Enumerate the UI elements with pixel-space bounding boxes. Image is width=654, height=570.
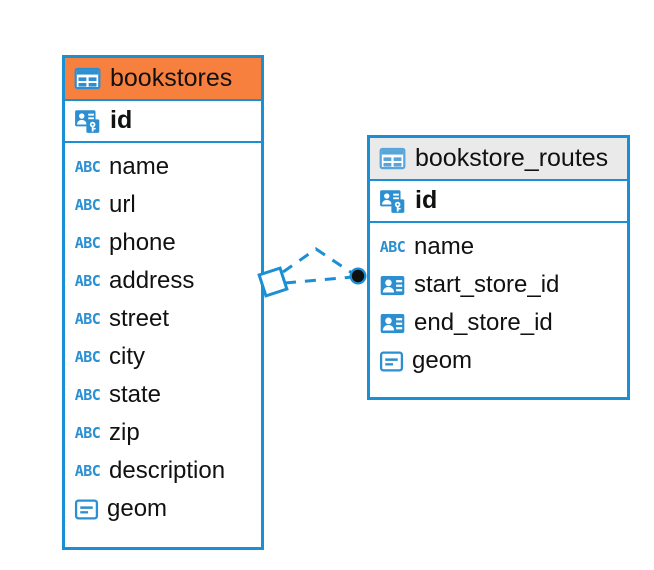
abc-icon: ABC [74,232,101,254]
relationship-line-upper [282,247,356,277]
foreign-key-icon [379,310,406,337]
abc-glyph: ABC [74,347,101,366]
entity-bookstores[interactable]: bookstores id [62,55,264,550]
field-list-bookstores: ABC name ABC url ABC phone ABC [65,143,261,535]
primary-key-row-bookstores[interactable]: id [65,101,261,143]
abc-glyph: ABC [74,233,101,252]
field-label: name [414,233,475,260]
field-row[interactable]: ABC url [74,186,251,224]
field-label: geom [107,495,168,522]
field-label: phone [109,229,176,256]
table-icon [74,65,101,92]
entity-header-bookstores[interactable]: bookstores [65,58,261,101]
primary-key-label-bookstores: id [110,106,133,134]
field-row[interactable]: ABC name [379,228,617,266]
abc-glyph: ABC [74,271,101,290]
entity-bookstore-routes[interactable]: bookstore_routes id [367,135,630,400]
abc-glyph: ABC [74,461,101,480]
relationship-line-lower [284,275,354,285]
geometry-icon [379,349,404,374]
entity-header-bookstore-routes[interactable]: bookstore_routes [370,138,627,181]
field-row[interactable]: ABC state [74,376,251,414]
abc-glyph: ABC [74,157,101,176]
primary-key-icon [379,187,407,215]
field-label: url [109,191,136,218]
abc-glyph: ABC [74,309,101,328]
field-label: city [109,343,145,370]
geometry-icon [74,497,99,522]
abc-icon: ABC [74,346,101,368]
field-label: start_store_id [414,271,560,298]
table-icon [379,145,406,172]
field-label: state [109,381,162,408]
field-list-bookstore-routes: ABC name start_store_id [370,223,627,387]
primary-key-label-bookstore-routes: id [415,186,438,214]
primary-key-row-bookstore-routes[interactable]: id [370,181,627,223]
field-label: zip [109,419,140,446]
abc-icon: ABC [74,384,101,406]
field-label: address [109,267,195,294]
field-row[interactable]: ABC city [74,338,251,376]
field-row[interactable]: geom [74,490,251,528]
abc-icon: ABC [74,270,101,292]
abc-icon: ABC [74,308,101,330]
field-label: geom [412,347,473,374]
field-row[interactable]: ABC street [74,300,251,338]
abc-icon: ABC [74,422,101,444]
field-label: description [109,457,226,484]
primary-key-icon [74,107,102,135]
field-row[interactable]: ABC name [74,148,251,186]
field-row[interactable]: ABC description [74,452,251,490]
field-label: name [109,153,170,180]
relationship-target-dot-icon [351,269,365,283]
field-label: street [109,305,170,332]
abc-icon: ABC [74,460,101,482]
entity-title-bookstore-routes: bookstore_routes [415,144,609,172]
abc-icon: ABC [379,236,406,258]
abc-glyph: ABC [74,385,101,404]
field-row[interactable]: ABC zip [74,414,251,452]
field-label: end_store_id [414,309,553,336]
foreign-key-icon [379,272,406,299]
field-row[interactable]: ABC address [74,262,251,300]
field-row[interactable]: ABC phone [74,224,251,262]
field-row[interactable]: start_store_id [379,266,617,304]
abc-glyph: ABC [74,423,101,442]
abc-icon: ABC [74,156,101,178]
abc-icon: ABC [74,194,101,216]
field-row[interactable]: geom [379,342,617,380]
abc-glyph: ABC [74,195,101,214]
relationship-target-ring [349,267,367,285]
entity-title-bookstores: bookstores [110,64,233,92]
field-row[interactable]: end_store_id [379,304,617,342]
abc-glyph: ABC [379,237,406,256]
